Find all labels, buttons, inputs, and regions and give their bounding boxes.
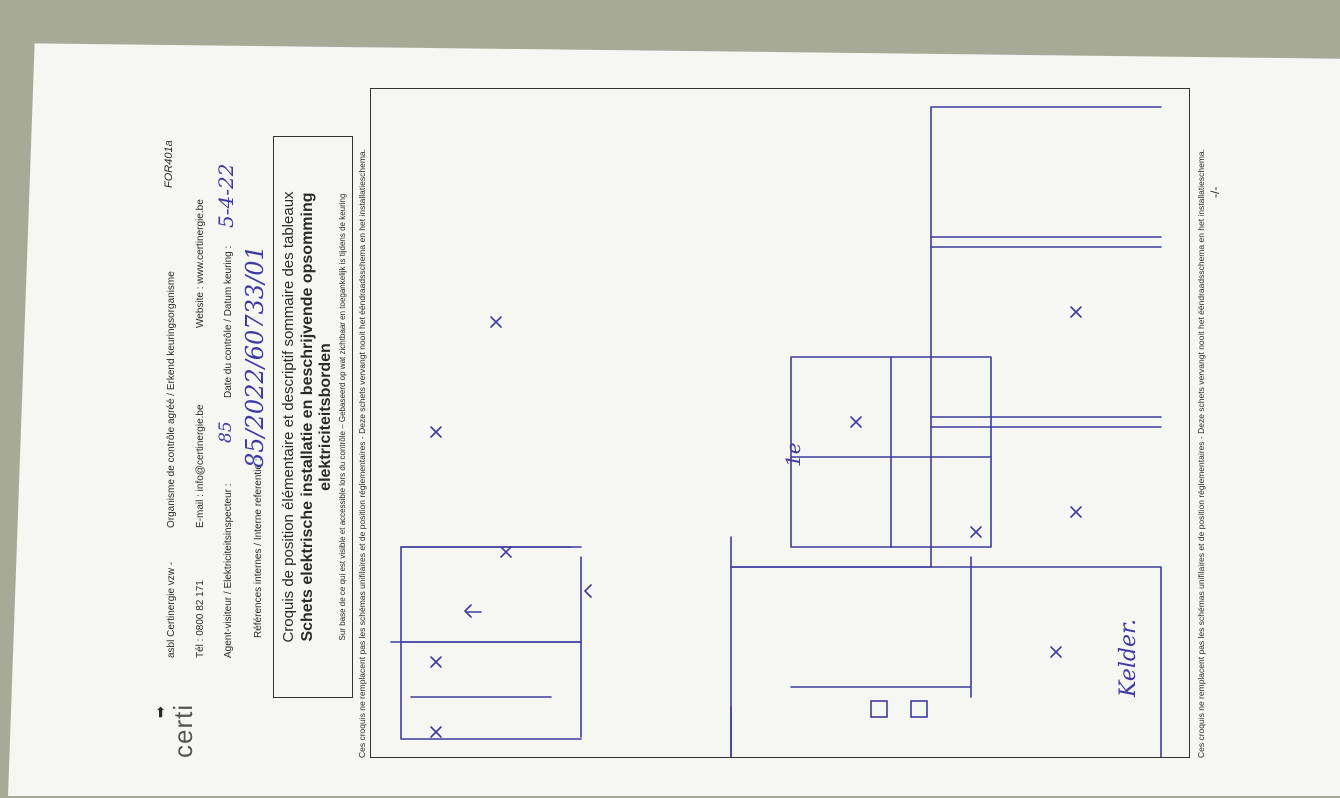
form-content: certi ➡ asbl Certinergie vzw - Organisme… xyxy=(18,43,1328,796)
cellar-label: Kelder. xyxy=(1116,618,1141,697)
disclaimer-top: Ces croquis ne remplacent pas les schéma… xyxy=(357,148,367,758)
title-nl: Schets elektrische installatie en beschr… xyxy=(299,192,334,642)
title-fr: Croquis de position élémentaire et descr… xyxy=(280,191,297,643)
org-approval: Organisme de contrôle agréé / Erkend keu… xyxy=(166,271,177,528)
certi-logo: certi xyxy=(168,703,198,758)
org-name: asbl Certinergie vzw - xyxy=(166,561,177,658)
reference-label: Références internes / Interne referentie… xyxy=(253,458,264,638)
page-mark: -/- xyxy=(1208,186,1222,198)
electrical-sketch xyxy=(390,106,1162,757)
scanned-form-sheet: certi ➡ asbl Certinergie vzw - Organisme… xyxy=(8,43,1340,796)
disclaimer-bottom: Ces croquis ne remplacent pas les schéma… xyxy=(1196,148,1206,758)
floor-label-1e: 1e xyxy=(781,442,805,467)
title-box: Croquis de position élémentaire et descr… xyxy=(273,136,353,698)
form-code: FOR401a xyxy=(163,140,175,188)
agent-value: 85 xyxy=(216,421,236,443)
date-label: Date du contrôle / Datum keuring : xyxy=(223,245,234,398)
drawing-frame: Kelder. 1e xyxy=(370,88,1190,758)
arrow-icon: ➡ xyxy=(152,706,168,718)
date-value: 5-4-22 xyxy=(214,163,238,228)
email: E-mail : info@certinergie.be xyxy=(195,404,206,528)
phone: Tél : 0800 82 171 xyxy=(195,580,206,658)
reference-value: 85/2022/60733/01 xyxy=(241,245,269,468)
title-subtitle: Sur base de ce qui est visible et access… xyxy=(338,193,347,641)
website: Website : www.certinergie.be xyxy=(195,199,206,328)
agent-label: Agent-visiteur / Elektriciteitsinspecteu… xyxy=(223,483,234,658)
